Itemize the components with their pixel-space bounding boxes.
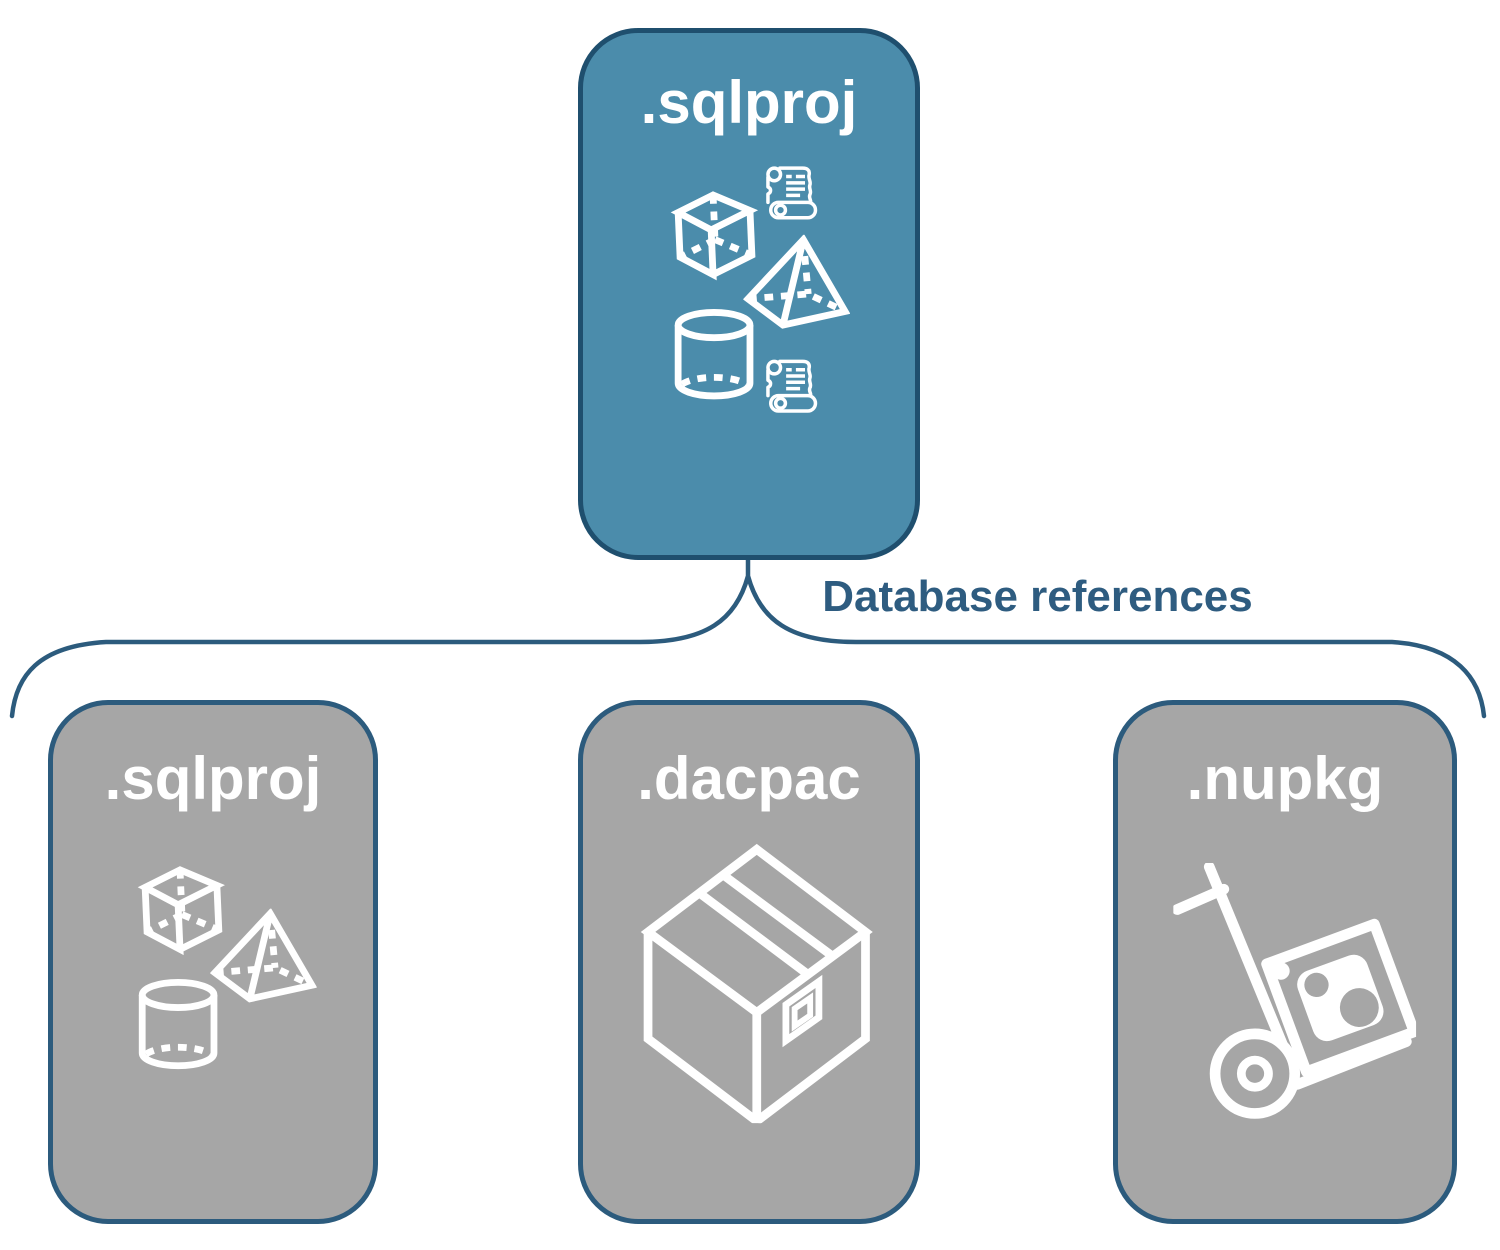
scroll-icon [766, 166, 818, 220]
node-child-title: .sqlproj [104, 745, 322, 812]
node-child-dacpac: .dacpac [578, 700, 920, 1224]
pyramid-icon [215, 914, 312, 999]
cylinder-icon [678, 312, 750, 395]
root-icon-cluster [583, 166, 915, 413]
node-child-sqlproj: .sqlproj [48, 700, 378, 1224]
scroll-icon [766, 359, 818, 413]
child-dacpac-icon-cluster [583, 705, 915, 1219]
cube-icon [678, 195, 752, 275]
pyramid-icon [748, 240, 845, 325]
node-root-title: .sqlproj [640, 69, 858, 136]
node-root-sqlproj: .sqlproj [578, 28, 920, 560]
child-nupkg-icon-cluster [1118, 705, 1452, 1219]
child-sqlproj-icon-cluster [53, 705, 373, 1219]
cube-icon [145, 870, 219, 950]
node-child-title: .dacpac [637, 745, 861, 812]
hand-truck-nuget-icon [1177, 867, 1414, 1114]
package-box-icon [648, 849, 865, 1121]
node-child-title: .nupkg [1186, 745, 1384, 812]
connector-label: Database references [822, 572, 1253, 621]
node-child-nupkg: .nupkg [1113, 700, 1457, 1224]
cylinder-icon [142, 982, 214, 1065]
